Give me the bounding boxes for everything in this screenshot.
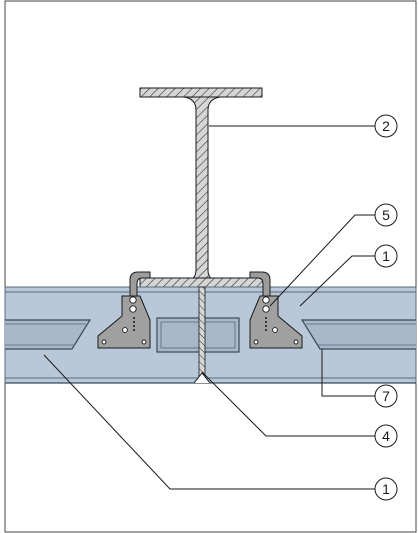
callout-1-bottom-label: 1 xyxy=(382,481,390,497)
callout-1-bottom: 1 xyxy=(374,477,398,501)
callout-4: 4 xyxy=(374,424,398,448)
callout-1-top-label: 1 xyxy=(382,248,390,264)
callout-7-label: 7 xyxy=(382,388,390,404)
steel-i-beam xyxy=(139,87,265,288)
callout-2-label: 2 xyxy=(382,118,390,134)
beam-bottom-flange xyxy=(139,277,265,288)
callout-1-top: 1 xyxy=(374,244,398,268)
leader-lines xyxy=(43,125,375,490)
callout-4-label: 4 xyxy=(382,428,390,444)
panel-joint-seal xyxy=(198,286,206,380)
page-border xyxy=(4,0,417,533)
callout-5-label: 5 xyxy=(382,207,390,223)
callout-7: 7 xyxy=(374,384,398,408)
callout-2: 2 xyxy=(374,114,398,138)
beam-top-flange xyxy=(139,87,263,98)
beam-web xyxy=(183,96,221,282)
callout-5: 5 xyxy=(374,203,398,227)
fixing-clip-right xyxy=(249,271,303,349)
fixing-clip-left xyxy=(97,271,151,349)
wall-panels xyxy=(4,286,417,384)
